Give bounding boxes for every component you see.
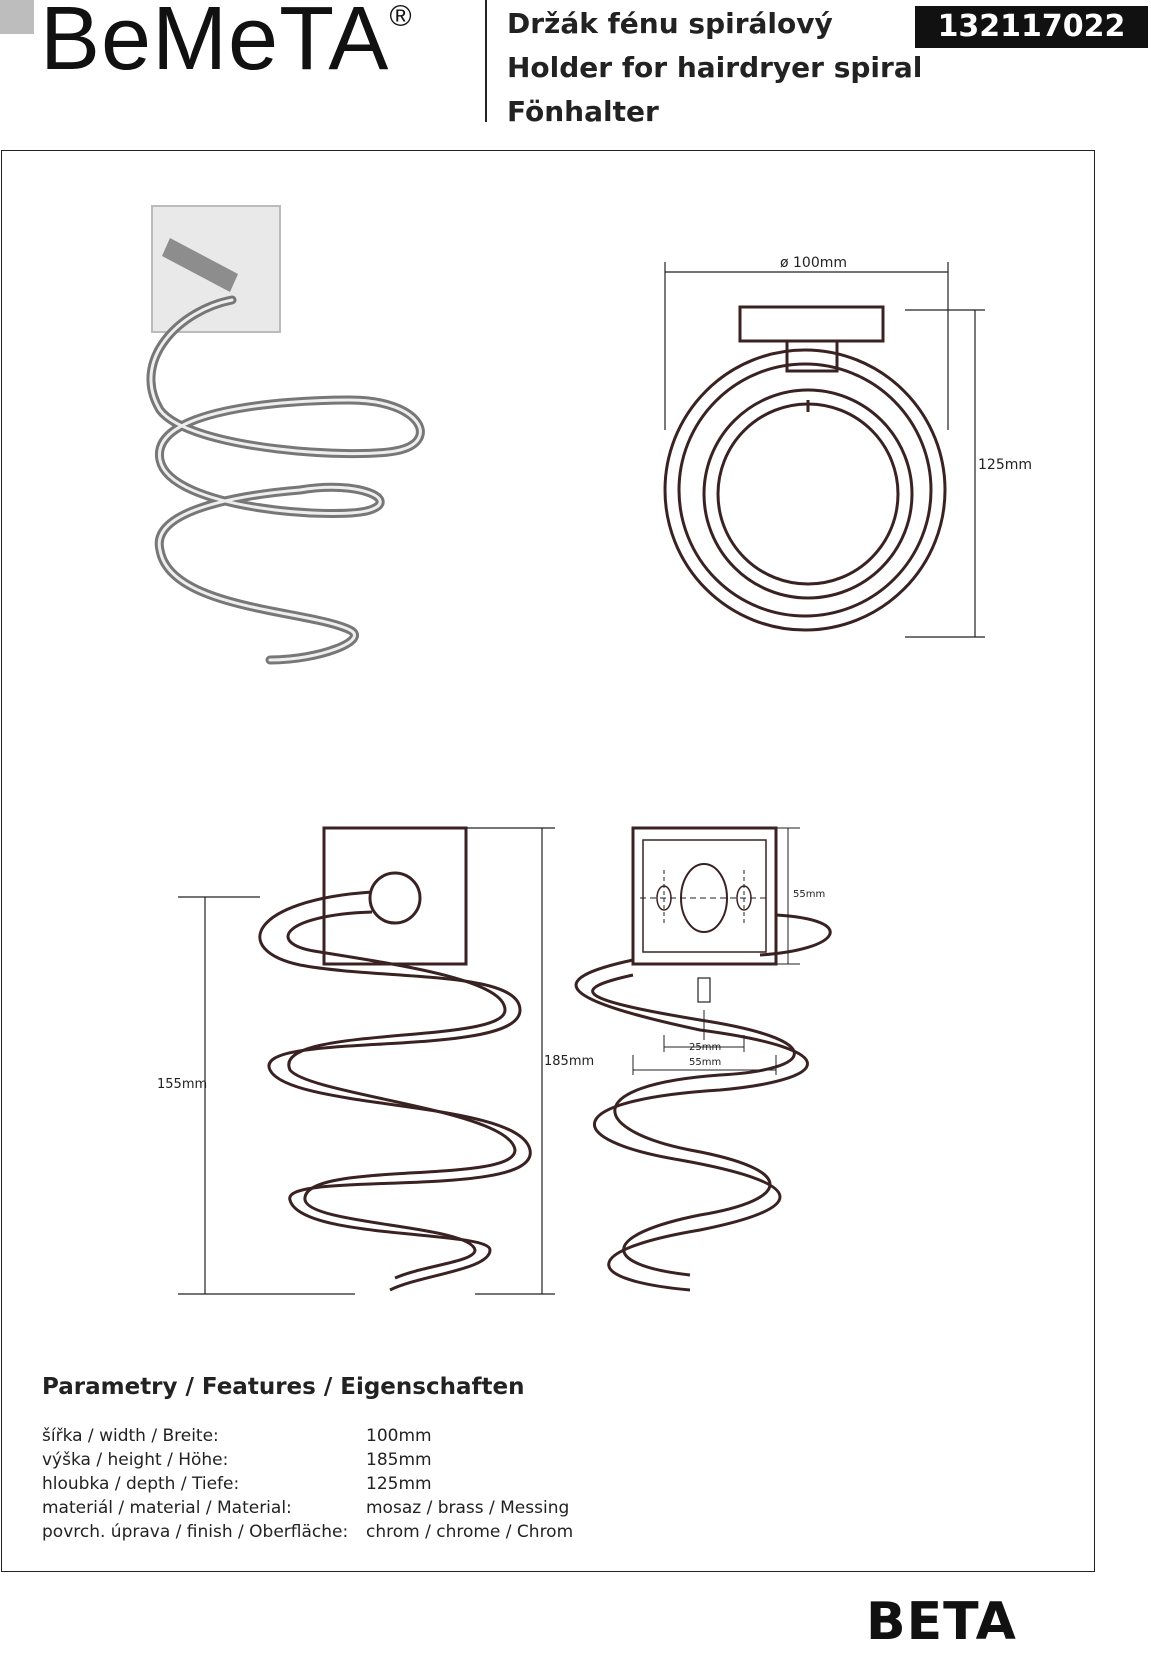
product-titles: Držák fénu spirálový Holder for hairdrye… (507, 2, 922, 134)
title-cz: Držák fénu spirálový (507, 7, 833, 40)
product-photo (146, 205, 425, 665)
corner-mark (0, 0, 34, 34)
feature-row: šířka / width / Breite:100mm (42, 1426, 432, 1446)
feature-row: povrch. úprava / finish / Oberfläche:chr… (42, 1522, 574, 1542)
features-title: Parametry / Features / Eigenschaften (42, 1374, 525, 1400)
dim-depth: 125mm (978, 457, 1032, 473)
title-de: Fönhalter (507, 95, 659, 128)
title-en: Holder for hairdryer spiral (507, 51, 923, 84)
feature-row: výška / height / Höhe:185mm (42, 1450, 432, 1470)
feature-row: hloubka / depth / Tiefe:125mm (42, 1474, 432, 1494)
dim-inner-height: 155mm (157, 1077, 207, 1092)
dim-hole-spacing: 25mm (689, 1042, 721, 1053)
drawing-frame (1, 150, 1095, 1572)
product-code: 132117022 (915, 6, 1148, 48)
series-name: BETA (866, 1592, 1017, 1652)
header-divider (485, 0, 487, 122)
dim-total-height: 185mm (544, 1054, 594, 1069)
brand-logo: BeMeTA® (40, 0, 413, 89)
dim-diameter: ø 100mm (780, 255, 847, 271)
feature-row: materiál / material / Material:mosaz / b… (42, 1498, 570, 1518)
dim-plate: 55mm (793, 889, 825, 900)
features-list: šířka / width / Breite:100mm výška / hei… (42, 1424, 573, 1544)
dim-plate-width: 55mm (689, 1057, 721, 1068)
